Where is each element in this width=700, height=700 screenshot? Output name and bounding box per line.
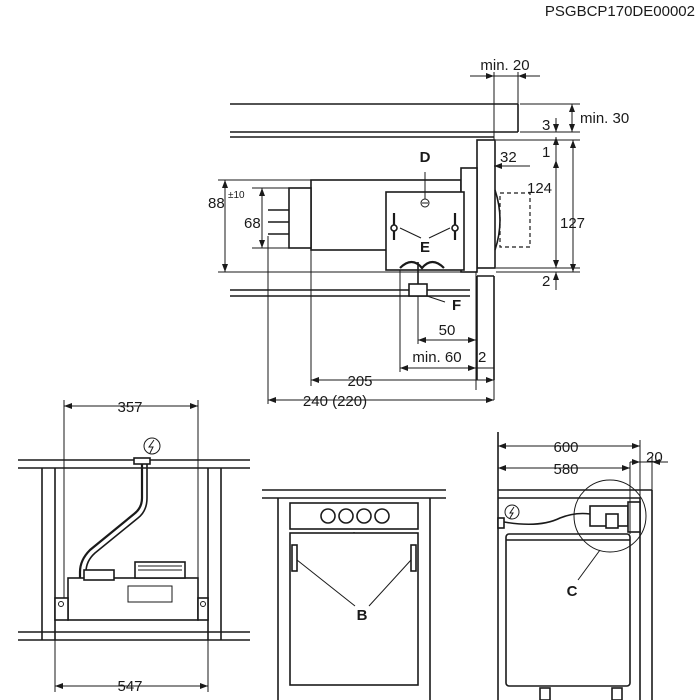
- dim-text-50: 50: [439, 322, 456, 339]
- oven-body-side: [505, 533, 631, 687]
- dim-text-min60: min. 60: [412, 349, 461, 366]
- bracket-left-screw: [58, 601, 64, 607]
- dim-text-547: 547: [117, 678, 142, 695]
- document-code: PSGBCP170DE00002: [545, 3, 695, 20]
- right-power-cable: [503, 512, 591, 526]
- label-e: E: [420, 239, 430, 256]
- oven-knob-icon: [356, 508, 372, 524]
- leader-e-left: [399, 227, 422, 239]
- dimension-left-verticals: 88 ±10 68: [208, 179, 461, 273]
- foot-right: [611, 687, 623, 700]
- dim-text-2-bottom: 2: [478, 349, 486, 366]
- label-d: D: [420, 149, 431, 166]
- dim-text-3: 3: [542, 117, 550, 134]
- leader-b-right: [368, 559, 412, 607]
- dim-text-580: 580: [553, 461, 578, 478]
- power-lightning-icon: [143, 437, 161, 455]
- dim-text-20-right: 20: [646, 449, 663, 466]
- power-lightning-icon: [504, 504, 520, 520]
- bracket-plate: [385, 191, 465, 271]
- oven-knob-icon: [374, 508, 390, 524]
- leader-e-right: [428, 227, 451, 239]
- detail-module-plug: [605, 513, 619, 529]
- dim-text-32: 32: [500, 149, 517, 166]
- leader-f: [426, 295, 446, 303]
- detail-front-panel: [627, 501, 641, 533]
- clip-spring: [399, 260, 445, 270]
- side-view-section: D E F min. 20 min. 30: [208, 57, 629, 410]
- detail-circle: [573, 479, 647, 553]
- foot-left: [539, 687, 551, 700]
- front-view-module-section: 357 547: [18, 399, 250, 695]
- power-cable: [78, 464, 144, 578]
- front-module-plug: [83, 569, 115, 581]
- label-f: F: [452, 297, 461, 314]
- oven-control-panel: [289, 502, 419, 530]
- keyhole-right-icon: [451, 213, 459, 240]
- label-b: B: [357, 607, 368, 624]
- right-power-socket: [497, 517, 505, 529]
- dim-text-min20: min. 20: [480, 57, 529, 74]
- leader-c: [577, 549, 601, 581]
- dim-text-205: 205: [347, 373, 372, 390]
- dim-text-min30: min. 30: [580, 110, 629, 127]
- oven-front-view-section: B: [262, 489, 446, 700]
- power-cable-edge: [85, 464, 148, 578]
- dimension-bottom-horizontals: 50 min. 60 2 205 240 (220): [267, 236, 495, 410]
- dim-text-240: 240 (220): [303, 393, 367, 410]
- power-socket: [133, 457, 151, 465]
- dim-text-127: 127: [560, 215, 585, 232]
- leader-b-left: [296, 559, 356, 607]
- front-module-label-plate: [127, 585, 173, 603]
- dim-text-357: 357: [117, 399, 142, 416]
- oven-knob-icon: [338, 508, 354, 524]
- oven-knob-icon: [320, 508, 336, 524]
- dim-text-88: 88: [208, 195, 225, 212]
- clip-base: [408, 283, 428, 297]
- label-c: C: [567, 583, 578, 600]
- keyhole-left-icon: [390, 213, 398, 240]
- dim-text-68: 68: [244, 215, 261, 232]
- front-panel: [476, 139, 496, 269]
- front-module-housing: [67, 577, 199, 621]
- bracket-right: [197, 597, 209, 621]
- dim-text-2-right: 2: [542, 273, 550, 290]
- cabinet-side-view-section: C 600 580 20: [497, 432, 668, 700]
- dimension-min20-top: min. 20: [470, 57, 540, 140]
- dim-text-1: 1: [542, 144, 550, 161]
- oven-bracket-left: [291, 544, 298, 572]
- dim-text-600: 600: [553, 439, 578, 456]
- dimension-right-verticals: min. 30 3 1 124 127 2: [494, 103, 629, 290]
- oven-bracket-right: [410, 544, 417, 572]
- dim-text-124: 124: [527, 180, 552, 197]
- bracket-right-screw: [200, 601, 206, 607]
- oven-door: [289, 532, 419, 686]
- knob-dashed-outline: [499, 192, 531, 248]
- module-rear-box: [288, 187, 312, 249]
- dim-text-tol10: ±10: [228, 190, 245, 201]
